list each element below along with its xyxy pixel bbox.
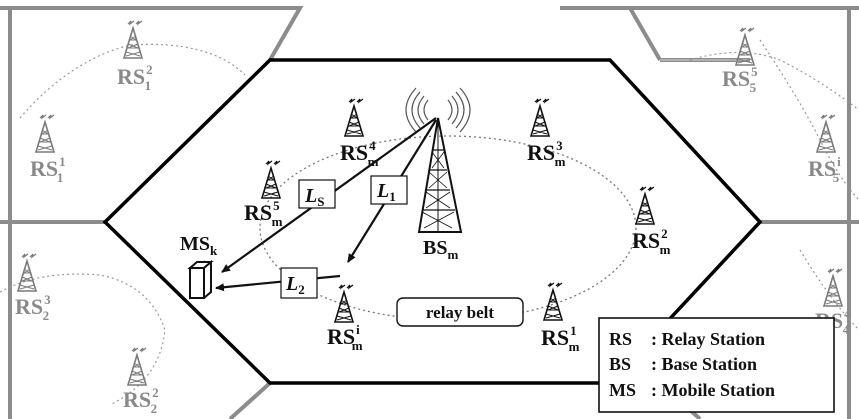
- center-relay-towers: [261, 98, 655, 323]
- link-ls-box: [298, 179, 336, 209]
- link-l2-arrow: [215, 274, 341, 292]
- link-l1-label: L1: [376, 180, 396, 204]
- tower-icon: [261, 160, 281, 199]
- tower-icon: [35, 114, 55, 153]
- legend: RS: Relay Station BS: Base Station MS: M…: [598, 317, 835, 413]
- legend-row-bs: BS: Base Station: [609, 354, 757, 374]
- link-l2-box: [280, 267, 318, 299]
- tower-icon: [127, 347, 147, 386]
- tower-icon: [17, 253, 37, 292]
- link-l2-label: L2: [285, 273, 305, 297]
- tower-icon: [334, 284, 354, 323]
- tower-icon: [123, 20, 143, 59]
- tower-icon: [530, 98, 550, 137]
- legend-row-rs: RS: Relay Station: [609, 329, 765, 349]
- mobile-station-label: MSk: [180, 233, 218, 258]
- link-ls-label: LS: [304, 185, 324, 209]
- base-station-label: BSm: [423, 237, 458, 262]
- tower-icon: [635, 186, 655, 225]
- relay-belt-box: [396, 297, 524, 327]
- link-l1-box: [370, 175, 408, 205]
- relay-belt-label: relay belt: [426, 303, 494, 322]
- tower-icon: [816, 114, 836, 153]
- legend-row-ms: MS: Mobile Station: [609, 380, 775, 400]
- mobile-station-icon: [187, 259, 214, 300]
- legend-box: [598, 317, 835, 413]
- tower-icon: [344, 98, 364, 137]
- tower-icon: [823, 268, 843, 307]
- tower-icon: [543, 282, 563, 321]
- base-station-tower-icon: [405, 87, 471, 233]
